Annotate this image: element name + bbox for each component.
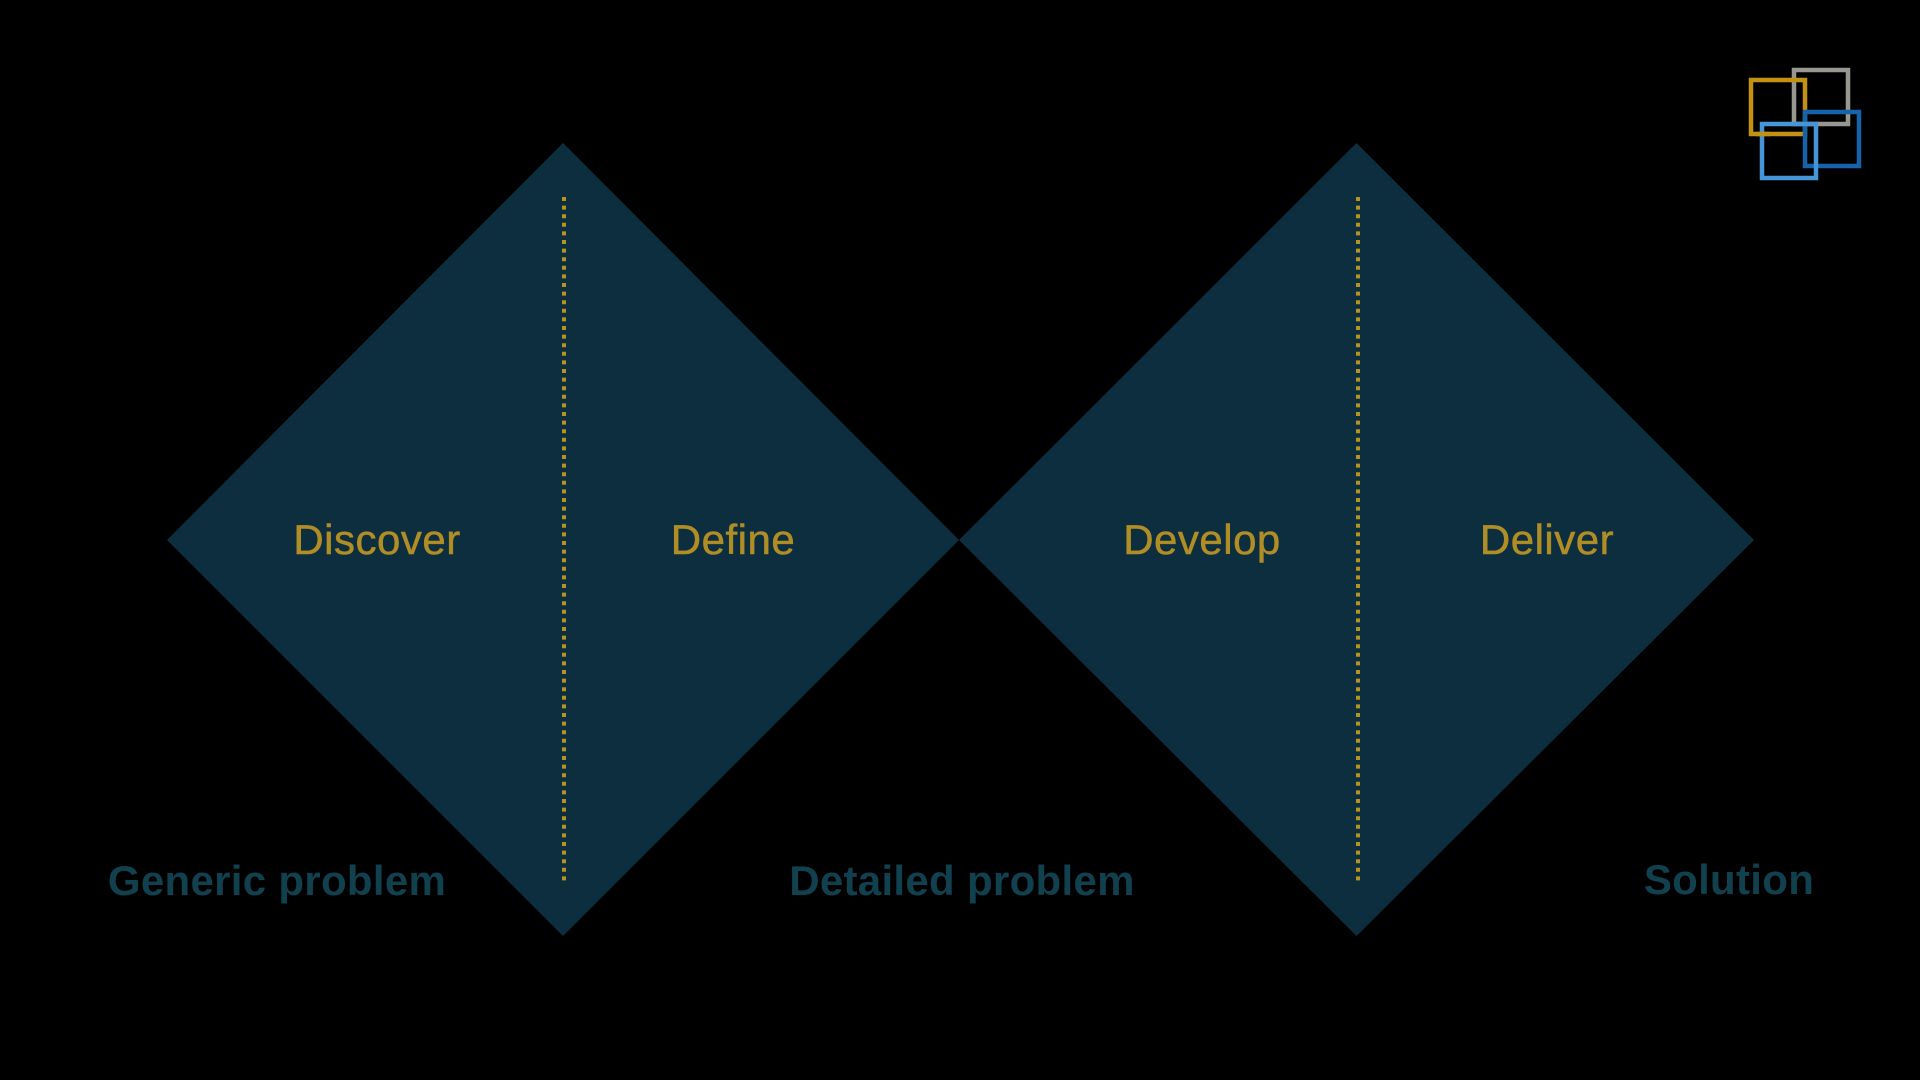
- solution-diamond-shape: [959, 143, 1754, 936]
- stage-label-solution: Solution: [1643, 856, 1815, 903]
- phase-label-deliver: Deliver: [1479, 516, 1615, 564]
- logo-square-gray: [1791, 67, 1851, 127]
- problem-diamond-shape: [167, 143, 959, 936]
- stage-label-generic-problem: Generic problem: [107, 857, 447, 904]
- phase-label-discover: Discover: [293, 516, 461, 564]
- logo-square-dark-blue: [1802, 109, 1862, 169]
- logo-square-light-blue: [1759, 121, 1819, 181]
- phase-label-define: Define: [670, 516, 796, 564]
- stage-label-detailed-problem: Detailed problem: [789, 857, 1135, 904]
- phase-label-develop: Develop: [1123, 516, 1281, 564]
- logo-square-gold: [1748, 77, 1808, 137]
- four-squares-logo-icon: [1748, 67, 1862, 181]
